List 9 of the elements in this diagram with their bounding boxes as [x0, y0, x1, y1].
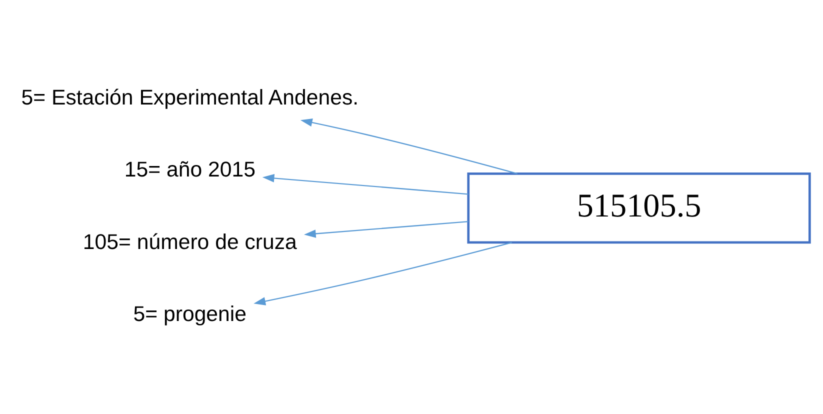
arrow: [262, 174, 468, 194]
arrow: [300, 118, 518, 174]
node-text: 105= número de cruza: [82, 229, 297, 254]
node-text: 15= año 2015: [124, 157, 256, 182]
node-text: 5= progenie: [133, 302, 247, 326]
arrow: [254, 241, 512, 305]
node-text: 5= Estación Experimental Andenes.: [21, 84, 359, 109]
node-box: 515105.5: [467, 172, 811, 244]
arrow: [304, 220, 468, 238]
